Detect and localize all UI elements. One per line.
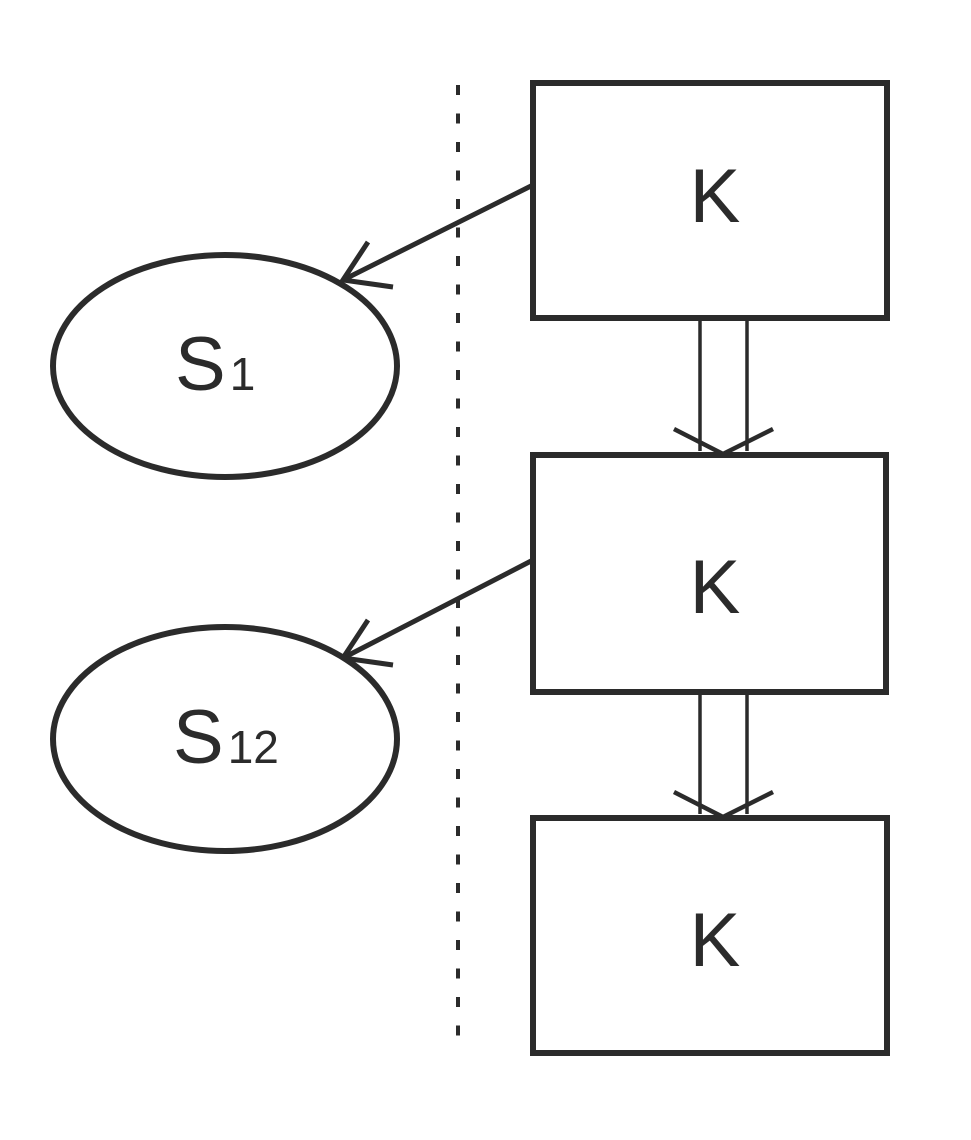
- s12-label-base: S: [173, 695, 224, 780]
- arrow-k1-to-s1-shaft: [341, 182, 535, 283]
- arrow-k1-to-s1-open-arrowhead-icon: [338, 240, 394, 290]
- double-arrow-k1-k2-arrowhead-icon: [672, 426, 775, 457]
- k-box-3-label: K: [690, 898, 741, 983]
- s1-label: S1: [175, 322, 255, 407]
- s12-ellipse: [50, 624, 400, 854]
- s1-label-base: S: [175, 322, 226, 407]
- k-box-3: [530, 815, 890, 1056]
- arrow-k2-to-s12-shaft: [341, 557, 535, 661]
- s12-label-subscript: 12: [228, 721, 279, 773]
- k-box-2: [530, 452, 889, 695]
- shapes-layer: [50, 80, 890, 1056]
- double-arrow-k2-k3-arrowhead-icon: [672, 789, 775, 820]
- s1-label-subscript: 1: [230, 348, 256, 400]
- s1-ellipse: [50, 252, 400, 480]
- s12-label: S12: [173, 695, 279, 780]
- labels-layer: K K K S1 S12: [173, 154, 740, 983]
- k-box-1: [530, 80, 890, 321]
- k-box-1-label: K: [690, 154, 741, 239]
- k-box-2-label: K: [690, 545, 741, 630]
